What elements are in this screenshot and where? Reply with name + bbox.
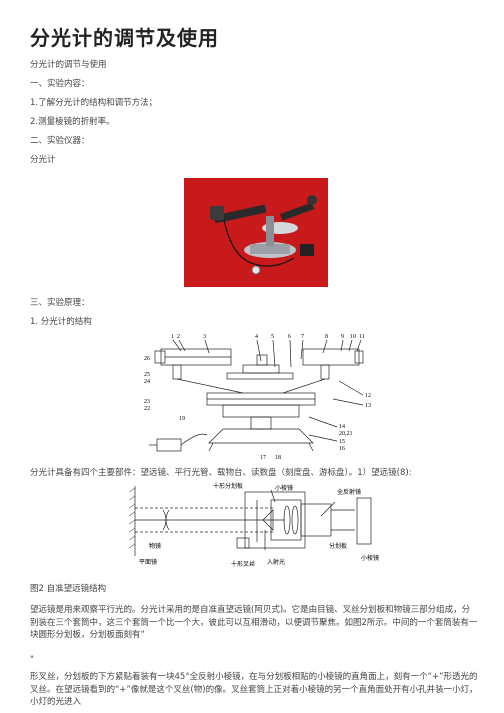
callout-label: 17 xyxy=(260,455,266,461)
callout-label: 23 xyxy=(144,399,150,405)
section-heading-instruments: 二、实验仪器： xyxy=(30,136,90,146)
callout-label: 14 xyxy=(339,424,345,430)
page-title: 分光计的调节及使用 xyxy=(30,26,219,50)
diagram-label: 分划板 xyxy=(329,542,347,550)
paragraph: 分光计具备有四个主要部件：望远镜、平行光管、载物台、读数盘（刻度盘、游标盘）。1… xyxy=(30,468,412,478)
callout-label: 9 xyxy=(341,334,344,340)
callout-label: 19 xyxy=(179,416,185,422)
callout-label: 26 xyxy=(144,356,150,362)
callout-label: 22 xyxy=(144,406,150,412)
callout-label: 8 xyxy=(325,334,328,340)
spectrometer-structure-diagram: 1 2 3 4 5 6 7 8 9 10 11 26 25 24 23 22 1… xyxy=(143,331,374,461)
callout-label: 16 xyxy=(339,446,345,452)
callout-label: 10 xyxy=(350,334,356,340)
diagram-label: 十形分划板 xyxy=(213,482,243,490)
spectrometer-photo xyxy=(184,178,328,287)
diagram-label: 十形叉丝 xyxy=(231,560,255,568)
figure-caption: 图2 自准望远镜结构 xyxy=(30,584,107,594)
diagram-label: 平面镜 xyxy=(139,558,157,566)
callout-label: 5 xyxy=(271,334,274,340)
instrument-name: 分光计 xyxy=(30,155,56,165)
callout-label: 4 xyxy=(255,334,258,340)
telescope-optics-diagram: 平面镜 物镜 十形叉丝 入射光 十形分划板 小棱镜 全反射镜 分划板 小棱镜 xyxy=(125,480,391,569)
callout-label: 3 xyxy=(203,334,206,340)
subsection-heading: 1. 分光计的结构 xyxy=(30,317,92,327)
callout-label: 12 xyxy=(365,393,371,399)
paragraph: 形叉丝，分划板的下方紧贴着装有一块45°全反射小棱镜，在与分划板相贴的小棱镜的直… xyxy=(30,672,478,707)
callout-label: 6 xyxy=(288,334,291,340)
callout-label: 15 xyxy=(339,439,345,445)
list-item: 1.了解分光计的结构和调节方法； xyxy=(30,98,158,108)
diagram-label: 入射光 xyxy=(267,558,285,566)
diagram-label: 物镜 xyxy=(149,542,161,550)
section-heading-content: 一、实验内容： xyxy=(30,79,90,89)
quote-mark: " xyxy=(30,655,34,665)
callout-label: 18 xyxy=(275,455,281,461)
section-heading-principle: 三、实验原理： xyxy=(30,298,90,308)
callout-label: 13 xyxy=(365,403,371,409)
diagram-label: 全反射镜 xyxy=(337,488,361,496)
callout-label: 7 xyxy=(301,334,304,340)
diagram-label: 小棱镜 xyxy=(361,554,379,562)
list-item: 2.测量棱镜的折射率。 xyxy=(30,117,115,127)
callout-label: 1 xyxy=(171,334,174,340)
doc-subtitle: 分光计的调节与使用 xyxy=(30,60,107,70)
callout-label: 2 xyxy=(177,334,180,340)
callout-label: 20,21 xyxy=(339,431,353,437)
callout-label: 11 xyxy=(359,334,365,340)
callout-label: 24 xyxy=(144,379,150,385)
paragraph: 望远镜是用来观察平行光的。分光计采用的是自准直望远镜(阿贝式)。它是由目镜、叉丝… xyxy=(30,605,478,640)
diagram-label: 小棱镜 xyxy=(275,484,293,492)
callout-label: 25 xyxy=(144,372,150,378)
